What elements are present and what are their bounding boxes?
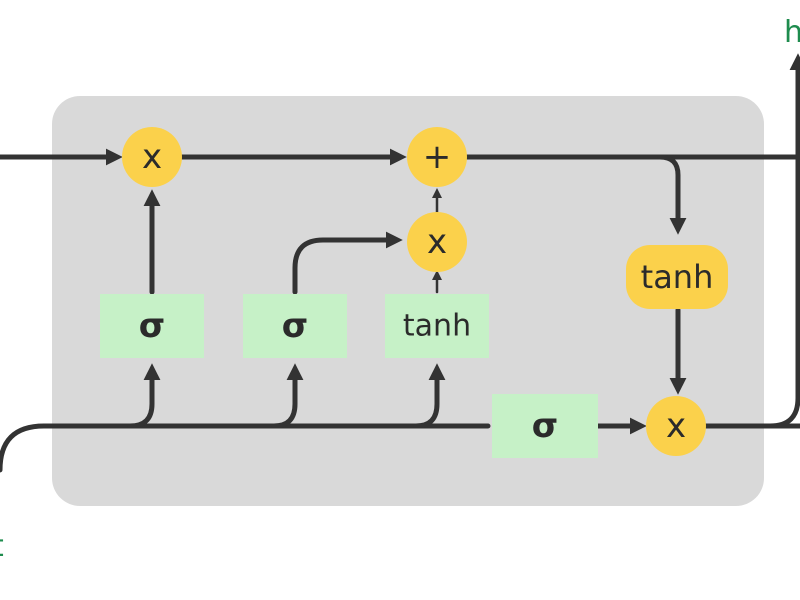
forget-gate-label: σ <box>139 306 165 346</box>
input-multiply-label: x <box>427 222 447 262</box>
input-gate-label: σ <box>282 306 308 346</box>
forget-multiply-label: x <box>142 137 162 177</box>
bus-to-input-gate-wire <box>271 363 304 429</box>
input-label: t <box>0 529 4 564</box>
cell-tanh-op: tanh <box>626 245 728 309</box>
input-multiply-op: x <box>407 212 467 272</box>
forget-gate: σ <box>100 294 204 358</box>
input-gate: σ <box>243 294 347 358</box>
cell-to-tanh-wire <box>657 154 687 235</box>
cell-tanh-label: tanh <box>641 258 714 296</box>
output-gate-label: σ <box>532 406 558 446</box>
output-multiply-op: x <box>646 396 706 456</box>
bus-to-forget-gate-wire <box>127 363 161 429</box>
hidden-output-label: h <box>784 15 800 50</box>
bus-to-candidate-wire <box>413 363 446 429</box>
cell-add-label: + <box>423 137 452 177</box>
candidate-gate: tanh <box>385 294 489 358</box>
output-multiply-label: x <box>666 406 686 446</box>
candidate-gate-label: tanh <box>403 309 471 344</box>
input-gate-to-mul-wire <box>292 231 403 295</box>
input-bus-wire <box>0 423 491 473</box>
output-gate: σ <box>492 394 598 458</box>
cell-add-op: + <box>407 127 467 187</box>
forget-multiply-op: x <box>122 127 182 187</box>
